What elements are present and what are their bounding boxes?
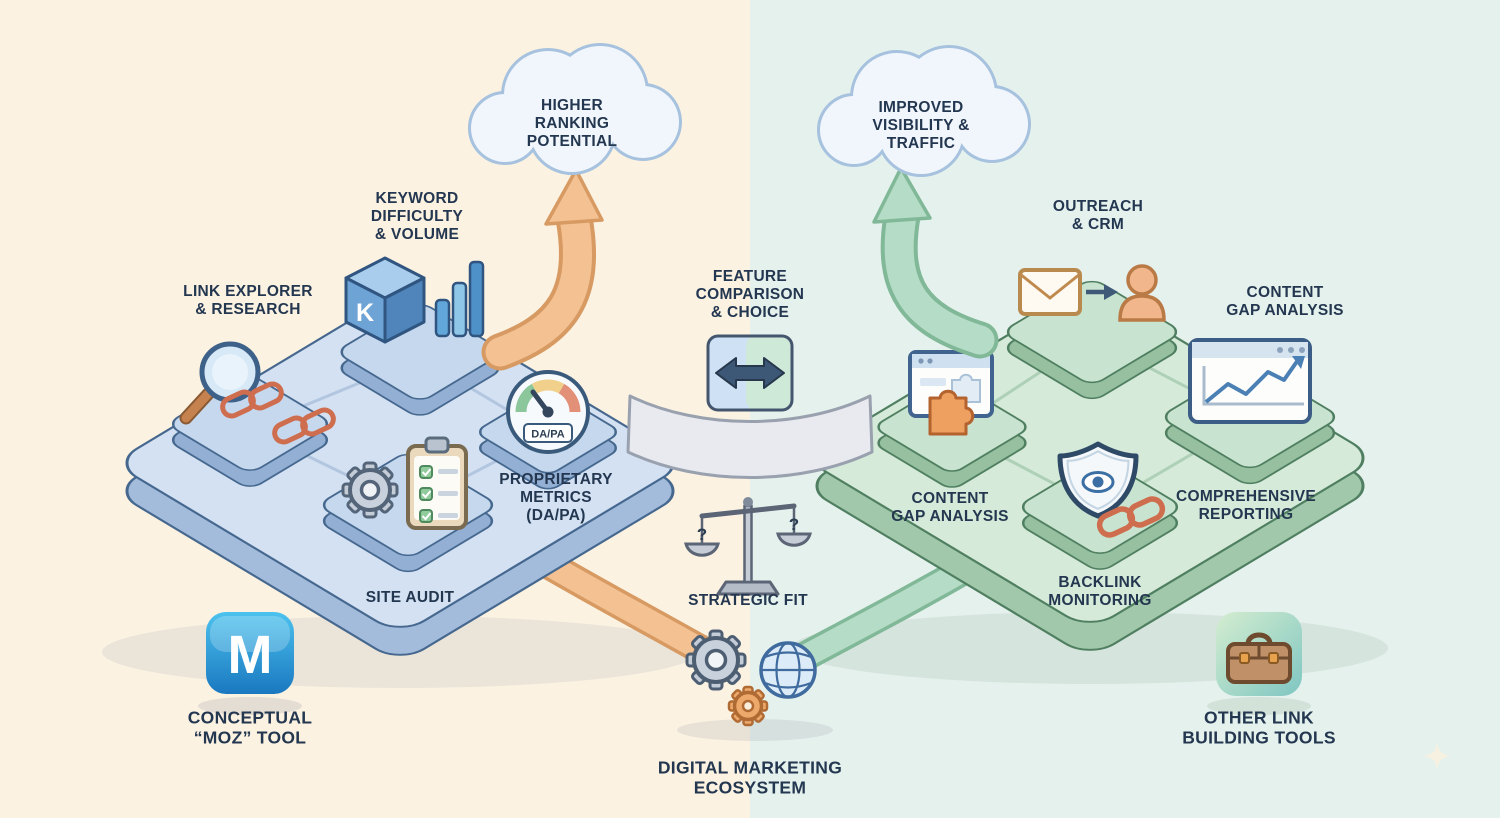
chain-link-icon [220,381,336,445]
label-backlink-monitoring: BACKLINK MONITORING [1048,574,1152,609]
moz-up-arrow [481,168,604,371]
person-icon [1118,264,1166,322]
globe-icon [759,641,817,699]
ecosystem-small-gear-icon [727,685,769,727]
caption-conceptual-moz: CONCEPTUAL “MOZ” TOOL [187,707,313,748]
backlink-chain-icon [1096,496,1166,538]
scale-icon: ? ? [684,497,812,596]
cloud-left-shape [468,43,682,175]
bar-chart-icon [434,260,485,338]
sparkle-icon [1423,742,1451,770]
envelope-icon [1018,268,1082,316]
label-digital-ecosystem: DIGITAL MARKETING ECOSYSTEM [657,757,843,798]
puzzle-browser-icon [908,350,994,436]
gear-icon [341,461,399,519]
label-strategic-fit: STRATEGIC FIT [688,592,808,610]
moz-logo: M [206,612,294,694]
gauge-icon: DA/PA [506,370,590,454]
question-mark-right: ? [789,515,799,534]
label-keyword-difficulty: KEYWORD DIFFICULTY & VOLUME [370,190,464,243]
dapa-badge [523,423,573,443]
label-content-gap-top: CONTENT GAP ANALYSIS [1226,284,1344,319]
clipboard-icon [406,436,468,530]
shield-eye-icon [1057,441,1139,519]
label-content-gap: CONTENT GAP ANALYSIS [891,490,1009,525]
moz-logo-letter: M [228,625,273,685]
cloud-right-shape [817,45,1031,177]
cloud-right-label: IMPROVED VISIBILITY & TRAFFIC [872,99,970,152]
caption-other-tools: OTHER LINK BUILDING TOOLS [1182,707,1336,748]
question-mark-left: ? [697,525,707,544]
chart-browser-icon [1188,338,1312,424]
label-comprehensive-reporting: COMPREHENSIVE REPORTING [1176,488,1316,523]
ecosystem-gear-icon [685,629,747,691]
dapa-badge-text: DA/PA [531,429,564,441]
label-link-explorer: LINK EXPLORER & RESEARCH [183,283,313,318]
comparison-bridge [626,394,874,479]
label-feature-comparison: FEATURE COMPARISON & CHOICE [695,268,805,321]
compare-arrows-icon [706,334,794,412]
label-site-audit: SITE AUDIT [365,589,455,607]
other-up-arrow [872,166,999,359]
outreach-arrow-icon [1086,284,1118,300]
magnifier-icon [179,341,261,425]
cloud-left-label: HIGHER RANKING POTENTIAL [526,97,618,150]
moz-tile-link-explorer [171,377,329,487]
keyword-cube-letter: K [356,299,374,327]
keyword-cube-icon: K [344,256,426,344]
label-proprietary-metrics: PROPRIETARY METRICS (DA/PA) [499,471,613,524]
label-outreach-crm: OUTREACH & CRM [1052,198,1144,233]
toolbox-icon [1216,612,1302,696]
